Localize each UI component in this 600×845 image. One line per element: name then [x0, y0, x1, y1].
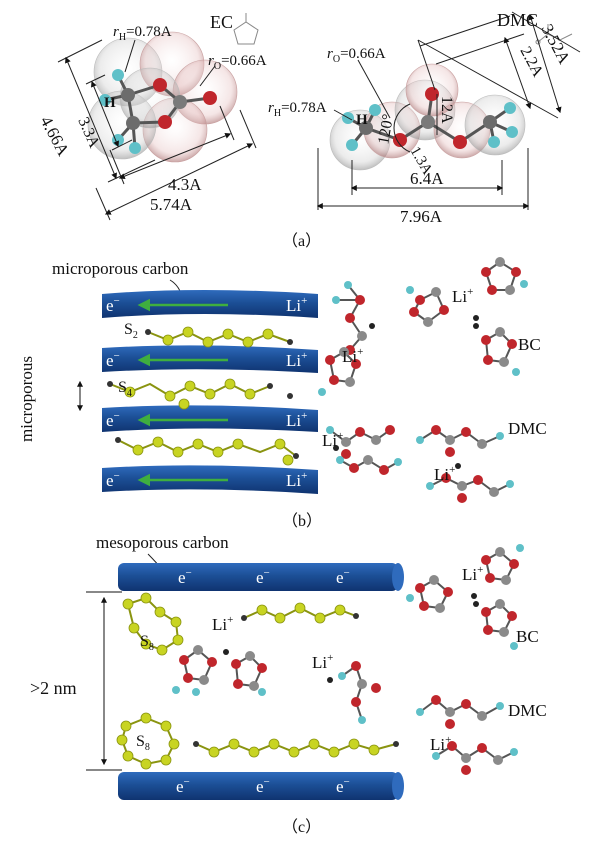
ec-structure-icon — [233, 13, 259, 45]
dmc-dim-6-4: 6.4A — [410, 169, 444, 188]
micro-li-complexes: Li+ Li+ Li+ Li+ BC DMC — [318, 257, 547, 503]
meso-e-bot-1: e− — [176, 776, 190, 796]
meso-li-outer-2: Li+ — [430, 734, 451, 754]
panel-c: mesoporous carbon e− e− e− e− e− e− >2 n… — [28, 533, 547, 836]
micro-bc-label: BC — [518, 335, 541, 354]
meso-polysulfide-lower — [193, 738, 399, 758]
dmc-dim-7-96: 7.96A — [400, 207, 443, 226]
meso-e-bot-2: e− — [256, 776, 270, 796]
micro-li-4: Li+ — [286, 470, 307, 490]
s8-ring-top — [122, 592, 184, 656]
dmc-solvated-atoms-b — [326, 425, 514, 503]
panel-a: rH=0.78A EC rO=0.66A H 4.66A 3.3A 4.3A 5… — [36, 10, 581, 250]
caption-c: （c） — [282, 818, 321, 836]
meso-dmc-label: DMC — [508, 701, 547, 720]
panel-b-title: microporous carbon — [52, 259, 189, 278]
meso-li-outer-1: Li+ — [462, 564, 483, 584]
micro-sheet-3 — [102, 405, 318, 432]
meso-li-inner-1: Li+ — [212, 614, 233, 634]
dmc-dim-2-2: 2.2A — [516, 44, 546, 80]
dmc-molecule — [329, 24, 573, 171]
panel-b: microporous carbon microporous e− Li+ e−… — [17, 257, 547, 530]
meso-e-top-2: e− — [256, 567, 270, 587]
meso-e-top-1: e− — [178, 567, 192, 587]
meso-outer-atoms — [406, 544, 524, 775]
ec-rh-label: rH=0.78A — [113, 24, 172, 43]
ec-dim-5-74: 5.74A — [150, 195, 193, 214]
meso-inner-atoms — [172, 645, 381, 724]
s8-label-top: S8 — [140, 633, 154, 653]
micro-li-free-1: Li+ — [342, 346, 363, 366]
ec-ro-label: rO=0.66A — [208, 53, 267, 72]
micro-li-1: Li+ — [286, 295, 307, 315]
meso-gap-dimension — [86, 591, 122, 771]
micro-li-3: Li+ — [286, 410, 307, 430]
meso-e-bot-3: e− — [336, 776, 350, 796]
ec-dim-4-66: 4.66A — [36, 113, 73, 160]
micro-sheet-labels: e− Li+ e− Li+ e− Li+ e− Li+ — [106, 295, 307, 490]
dmc-dim-angle: 120° — [375, 113, 397, 146]
micro-li-free-2: Li+ — [452, 286, 473, 306]
caption-a: （a） — [282, 232, 321, 250]
s4-label: S4 — [118, 379, 132, 399]
ec-atom-h: H — [104, 95, 116, 111]
mesoporous-carbon-walls — [118, 563, 404, 800]
dmc-atoms — [342, 87, 518, 151]
meso-bc-label: BC — [516, 627, 539, 646]
dmc-atom-h: H — [356, 112, 368, 128]
micro-sulfur-chains — [107, 326, 299, 466]
s2-label: S2 — [124, 321, 138, 341]
dmc-rh-label: rH=0.78A — [268, 100, 327, 119]
ec-dimension-lines — [57, 39, 257, 221]
micro-li-free-4: Li+ — [434, 464, 455, 484]
ec-dim-4-3: 4.3A — [168, 175, 202, 194]
gap-label-bg — [28, 676, 100, 698]
ec-name: EC — [210, 12, 233, 32]
micro-e-1: e− — [106, 295, 120, 315]
micro-e-4: e− — [106, 470, 120, 490]
meso-e-top-3: e− — [336, 567, 350, 587]
electron-flow-arrows — [137, 298, 228, 487]
meso-wall-bottom — [118, 772, 398, 800]
meso-wall-top — [118, 563, 398, 591]
micro-li-free-3: Li+ — [322, 430, 343, 450]
meso-gap-label: >2 nm — [30, 678, 77, 698]
microporous-side-label: microporous — [17, 356, 36, 442]
micro-li-2: Li+ — [286, 350, 307, 370]
dmc-name: DMC — [497, 10, 538, 30]
meso-wall-labels: e− e− e− e− e− e− — [176, 567, 350, 796]
s8-ring-bottom — [116, 712, 180, 770]
dmc-dimension-lines — [316, 11, 581, 210]
micro-e-3: e− — [106, 410, 120, 430]
s8-label-bottom: S8 — [136, 733, 150, 753]
micro-dmc-label: DMC — [508, 419, 547, 438]
meso-li-inner-2: Li+ — [312, 652, 333, 672]
bc-solvated-atoms-b — [318, 257, 528, 396]
meso-polysulfide-upper — [241, 602, 359, 624]
dmc-dim-3-52: 3.52A — [537, 21, 574, 68]
dmc-ro-label: rO=0.66A — [327, 46, 386, 65]
caption-b: （b） — [282, 512, 322, 530]
dmc-dim-12: 12A — [438, 96, 455, 124]
panel-c-title: mesoporous carbon — [96, 533, 229, 552]
micro-e-2: e− — [106, 350, 120, 370]
